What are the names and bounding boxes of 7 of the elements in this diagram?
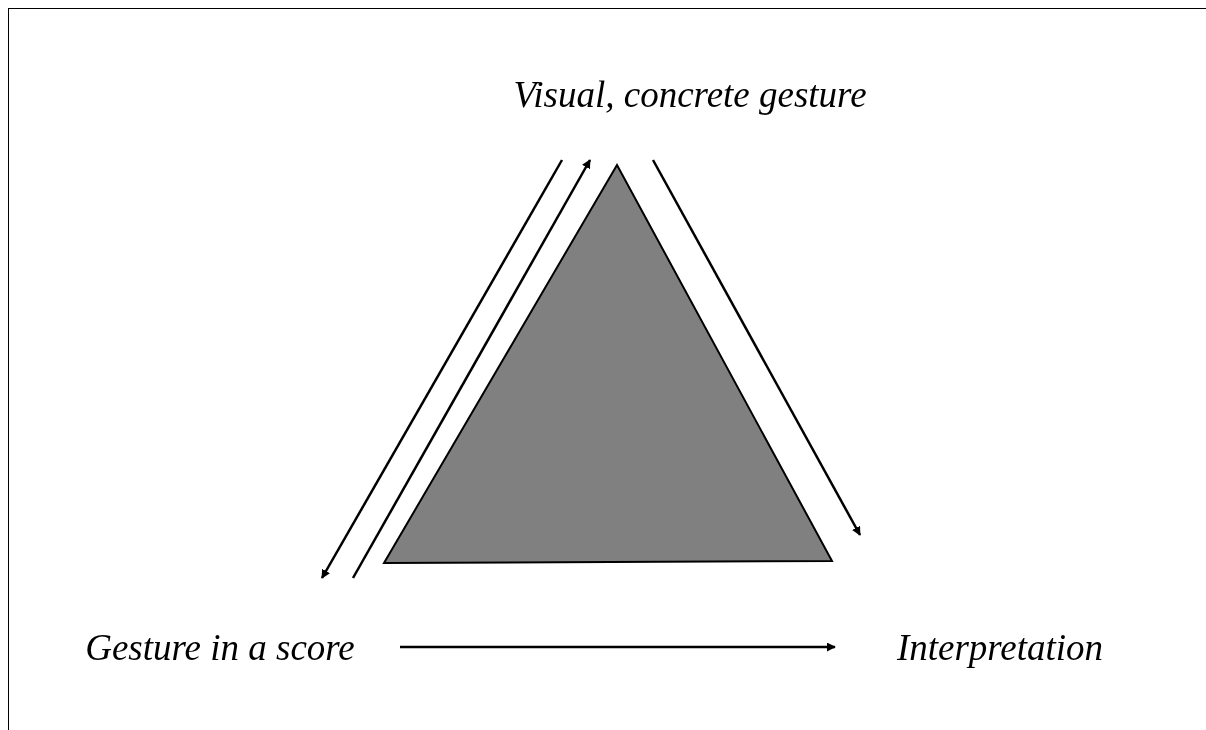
node-label: Gesture in a score bbox=[85, 627, 355, 670]
arrow bbox=[320, 159, 564, 579]
arrow bbox=[400, 642, 836, 652]
arrow bbox=[651, 159, 862, 536]
node-label: Visual, concrete gesture bbox=[513, 74, 867, 117]
node-label: Interpretation bbox=[896, 627, 1104, 670]
arrow bbox=[351, 159, 592, 579]
